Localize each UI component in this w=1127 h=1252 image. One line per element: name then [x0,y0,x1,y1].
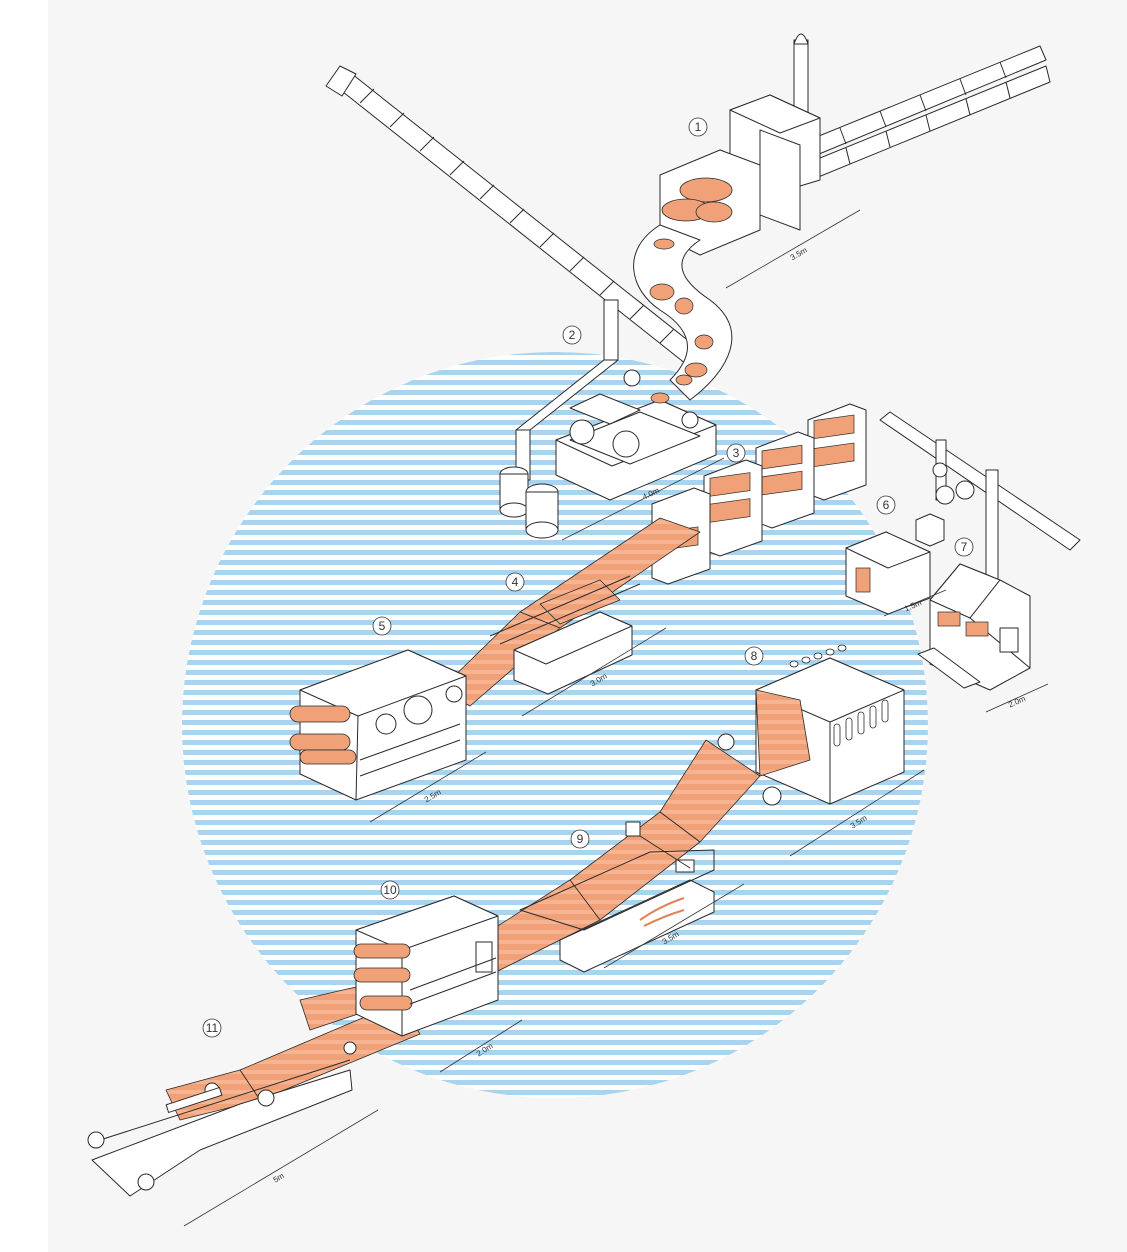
station-number-circle [726,443,746,463]
station-number-1: 1 [688,117,708,137]
station-number-circle [562,325,582,345]
station-number-11: 11 [202,1018,222,1038]
station-number-4: 4 [505,572,525,592]
station-number-label: 10 [383,883,397,897]
station-number-circle [380,880,400,900]
dimension-lines [183,209,1049,1227]
station-number-9: 9 [570,829,590,849]
station-number-circle [505,572,525,592]
station-number-2: 2 [562,325,582,345]
station-number-label: 7 [961,540,968,554]
station-number-7: 7 [954,537,974,557]
station-6-cabinet [845,513,945,615]
s-conveyor [633,224,733,401]
station-number-5: 5 [372,616,392,636]
station-number-label: 6 [883,498,890,512]
station-3-roll-racks [651,403,867,585]
station-7-control-room [917,563,1031,691]
station-number-circle [202,1018,222,1038]
station-number-circle [876,495,896,515]
station-number-3: 3 [726,443,746,463]
station-number-10: 10 [380,880,400,900]
station-number-label: 11 [206,1021,219,1035]
station-number-circle [570,829,590,849]
station-number-label: 3 [733,446,740,460]
station-number-circle [744,646,764,666]
station-4-roller-table [489,575,641,695]
station-number-label: 2 [569,328,576,342]
station-9-cutter [519,821,715,973]
station-number-label: 8 [751,649,758,663]
station-1-feeder [659,94,821,256]
station-number-circle [954,537,974,557]
station-8-oven [717,644,905,806]
station-number-8: 8 [744,646,764,666]
station-5-press [289,649,467,801]
station-11-outfeed-conveyor [87,1041,357,1197]
station-number-circle [688,117,708,137]
station-number-label: 4 [512,575,519,589]
station-number-label: 1 [695,120,702,134]
station-number-6: 6 [876,495,896,515]
station-10-press [353,895,499,1037]
station-number-circle [372,616,392,636]
station-number-label: 5 [379,619,386,633]
station-number-label: 9 [577,832,584,846]
station-2-mixer [499,369,717,539]
